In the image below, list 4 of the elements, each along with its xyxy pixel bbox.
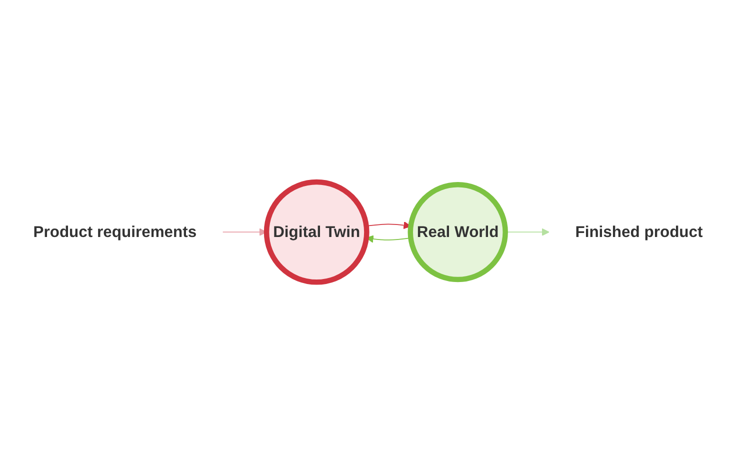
node-text: Finished product xyxy=(575,222,703,240)
node-circle: Real World xyxy=(408,182,508,282)
node-circle: Digital Twin xyxy=(264,179,370,285)
node-text: Product requirements xyxy=(33,222,197,240)
